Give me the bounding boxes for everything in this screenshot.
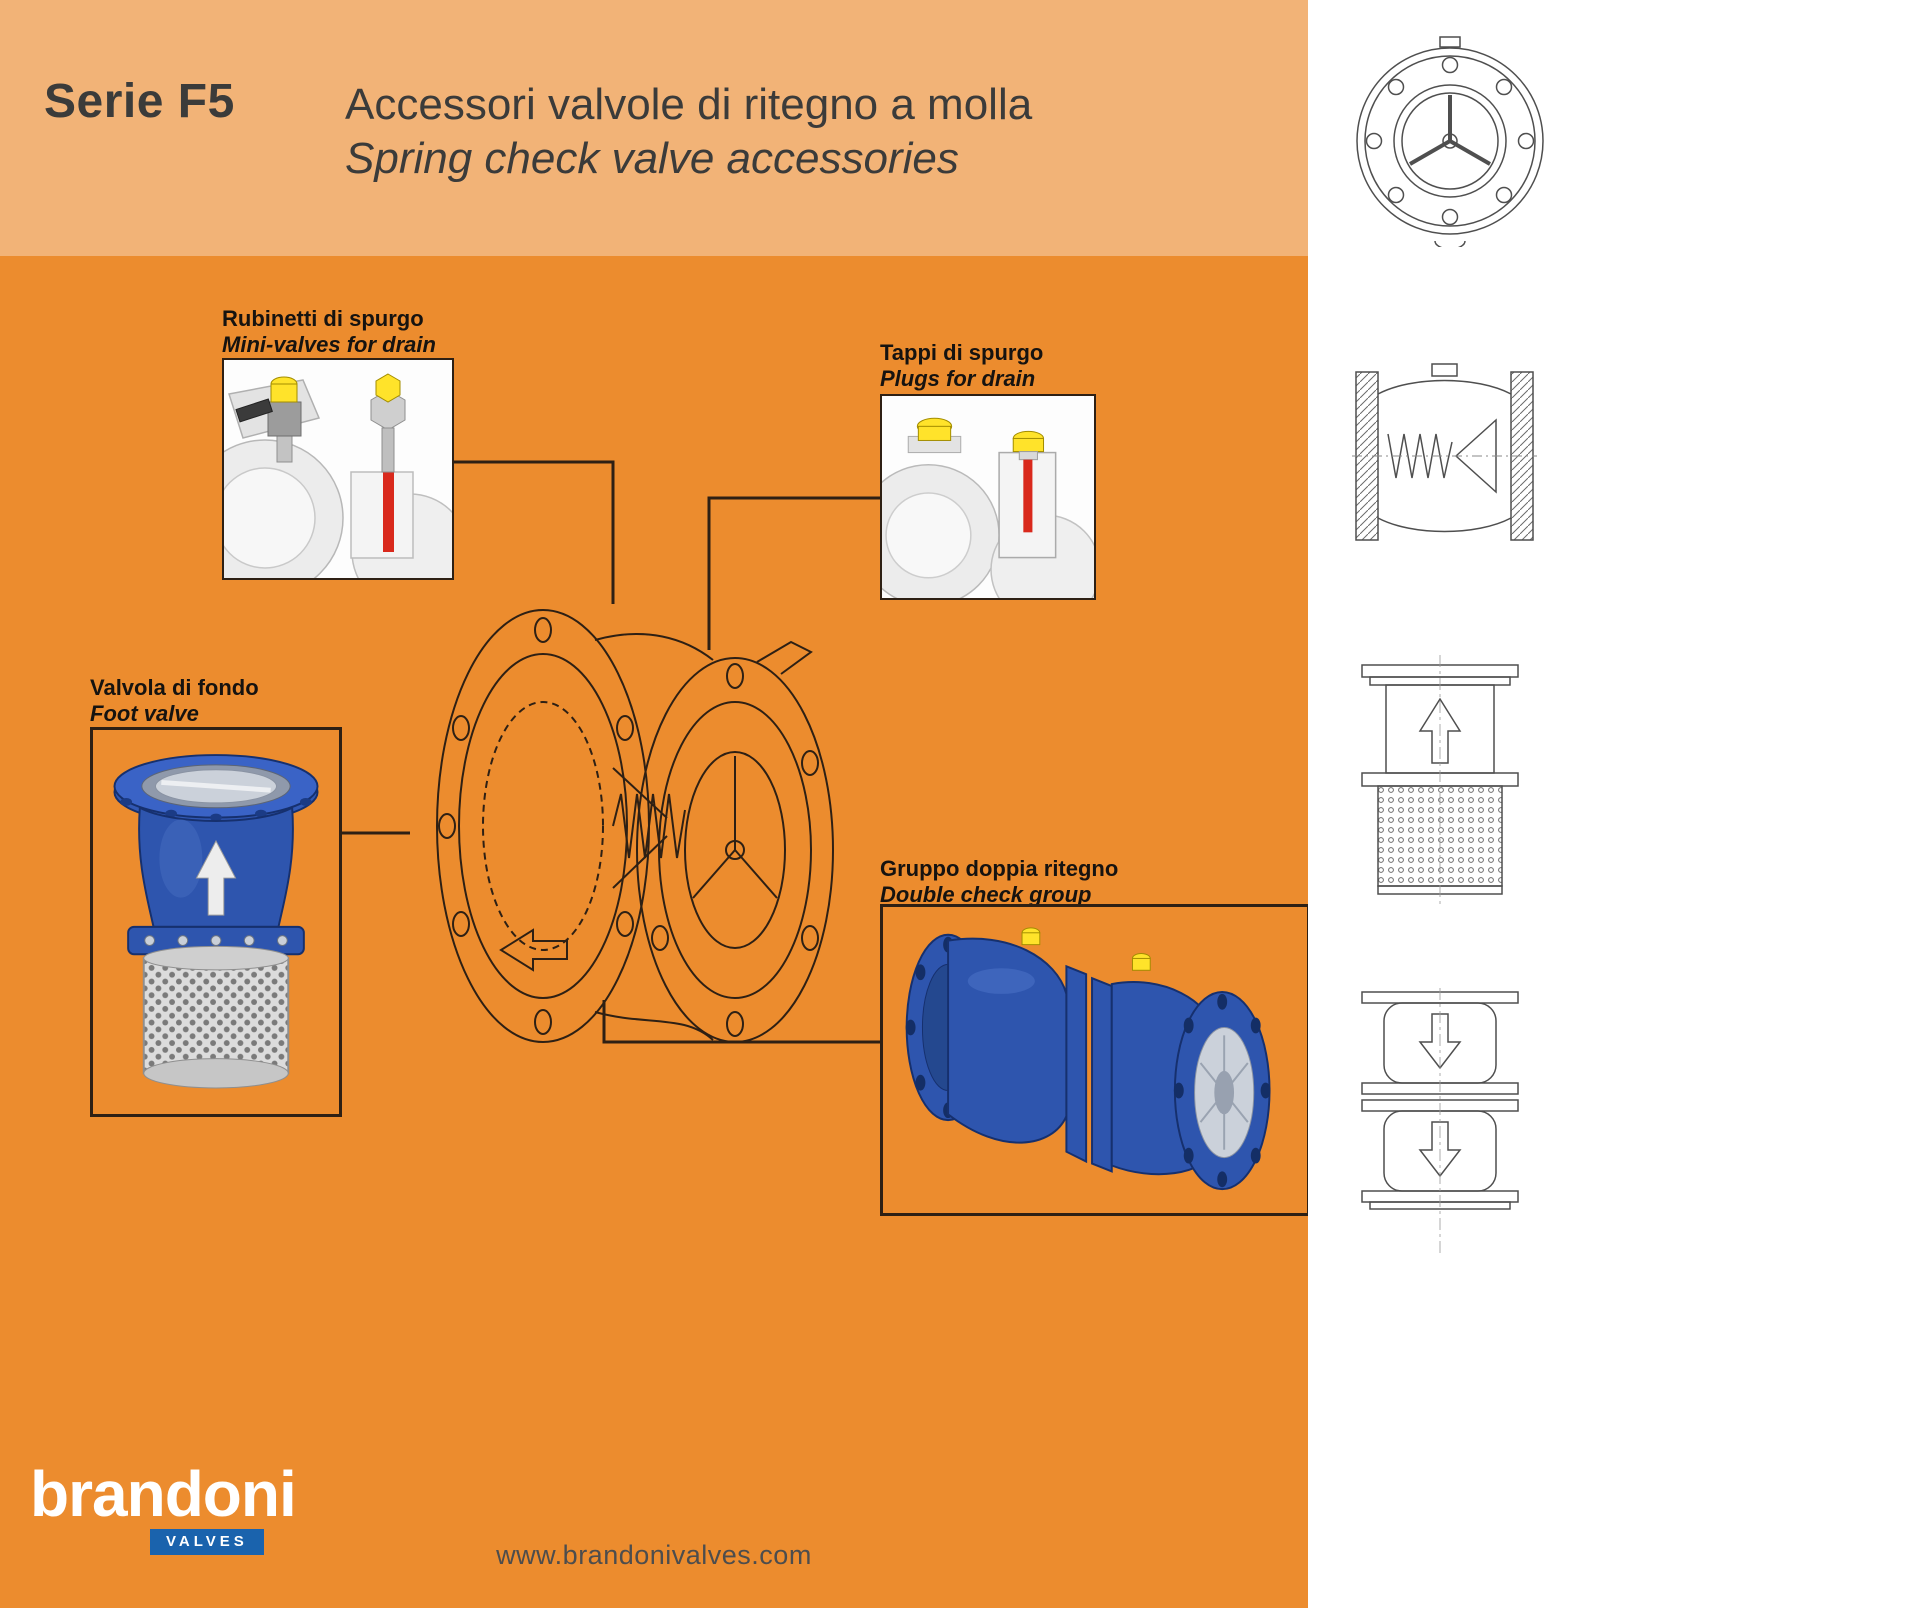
page-title-english: Spring check valve accessories <box>345 134 959 183</box>
technical-drawings-sidebar <box>1308 0 1920 1608</box>
mini-valves-label-en: Mini-valves for drain <box>222 332 436 357</box>
mini-valves-illustration <box>224 373 452 578</box>
yellow-plug-right <box>1012 437 1045 453</box>
brand-valves-badge: VALVES <box>150 1529 264 1555</box>
strainer-basket <box>142 957 290 1075</box>
foot-valve-label-it: Valvola di fondo <box>90 675 259 700</box>
central-valve-cutaway-drawing <box>436 609 834 1043</box>
plugs-label-it: Tappi di spurgo <box>880 340 1044 365</box>
plugs-illustration <box>882 417 1094 598</box>
double-check-label-en: Double check group <box>880 882 1092 907</box>
page-title-italian: Accessori valvole di ritegno a molla <box>345 80 1033 129</box>
double-check-image-box <box>880 904 1310 1216</box>
yellow-plug-1 <box>1021 932 1041 946</box>
drain-channel-red <box>1023 459 1033 533</box>
header-band <box>0 0 1308 256</box>
website-url: www.brandonivalves.com <box>496 1540 812 1570</box>
yellow-cap-right <box>375 373 401 403</box>
yellow-cap-left <box>270 383 298 403</box>
yellow-plug-left <box>917 425 952 441</box>
foot-valve-photo <box>113 754 319 1089</box>
plugs-label-en: Plugs for drain <box>880 366 1036 391</box>
double-check-line-drawing <box>1361 988 1519 1254</box>
double-check-photo <box>905 927 1271 1191</box>
flange-front-view-drawing <box>1356 36 1544 247</box>
mini-valves-label-it: Rubinetti di spurgo <box>222 306 424 331</box>
brand-logo: brandoni VALVES <box>30 1458 297 1555</box>
main-area: Serie F5 Accessori valvole di ritegno a … <box>0 0 1310 1608</box>
drain-channel-red <box>383 472 394 552</box>
foot-valve-line-drawing <box>1361 655 1519 907</box>
brand-name: brandoni <box>30 1458 297 1530</box>
mini-valves-image-box <box>222 358 454 580</box>
foot-valve-image-box <box>90 727 342 1117</box>
series-title: Serie F5 <box>44 75 235 128</box>
valve-section-drawing <box>1352 363 1537 541</box>
flow-arrow-icon <box>499 928 568 972</box>
yellow-plug-2 <box>1131 957 1151 971</box>
double-check-label-it: Gruppo doppia ritegno <box>880 856 1119 881</box>
foot-valve-label-en: Foot valve <box>90 701 199 726</box>
plugs-image-box <box>880 394 1096 600</box>
flow-arrow-up-icon <box>195 839 237 916</box>
